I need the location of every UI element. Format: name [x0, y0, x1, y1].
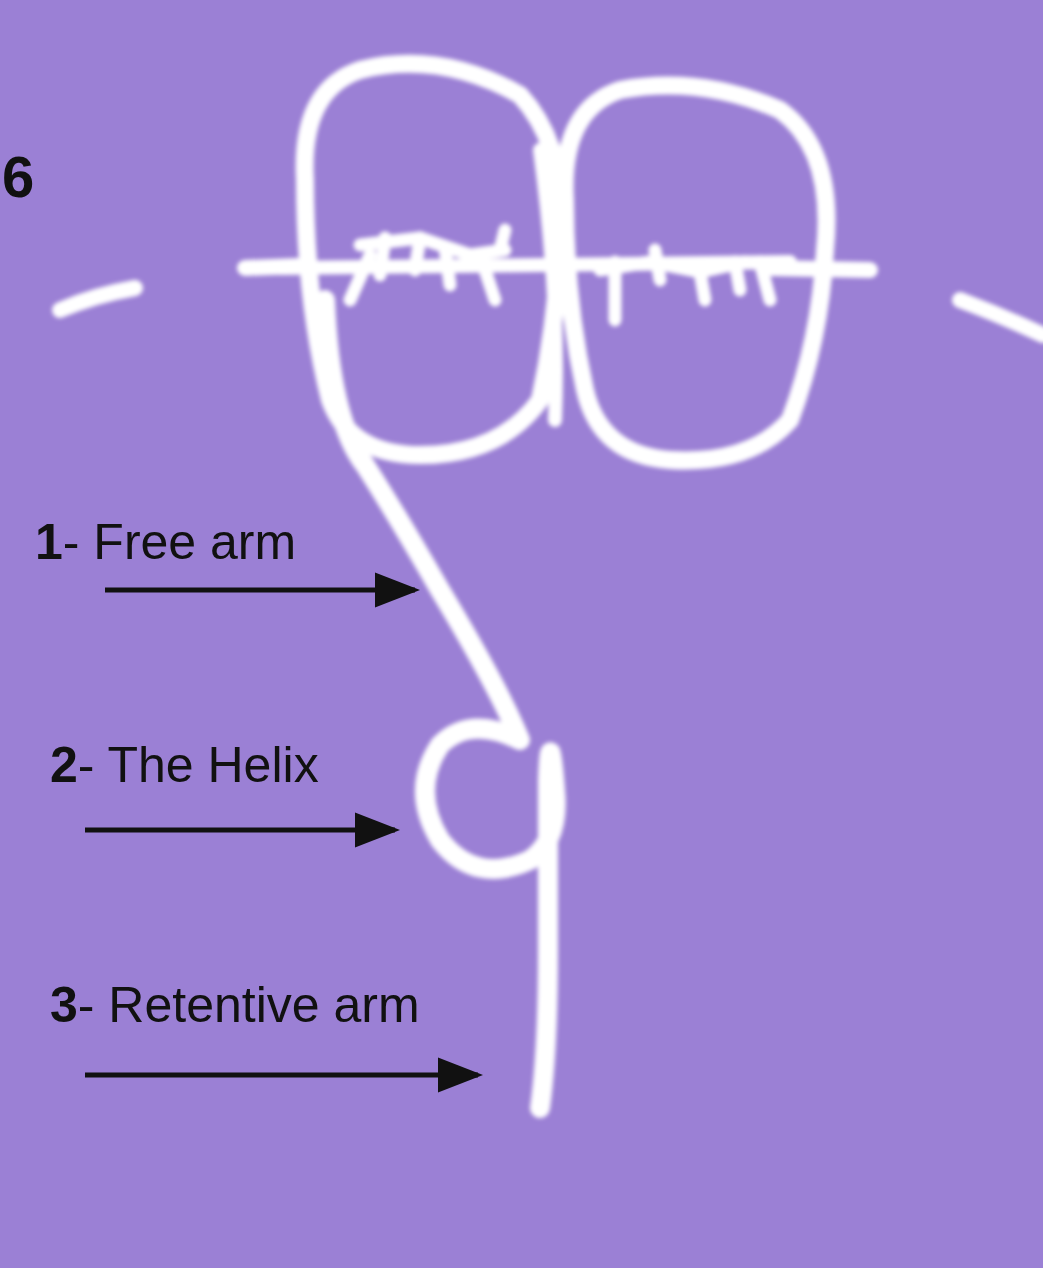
part-label: 1- Free arm	[35, 517, 296, 567]
part-label: 3- Retentive arm	[50, 980, 420, 1030]
wire-tag	[540, 150, 556, 420]
tooth-outline	[565, 86, 827, 461]
leader-arrow	[105, 588, 415, 593]
part-label: 2- The Helix	[50, 740, 319, 790]
figure-number: 6	[2, 148, 34, 206]
leader-arrow	[85, 828, 395, 833]
occlusal-rest-wire	[280, 262, 790, 268]
leader-arrow	[85, 1073, 478, 1078]
wire-drawing	[60, 64, 1043, 1108]
